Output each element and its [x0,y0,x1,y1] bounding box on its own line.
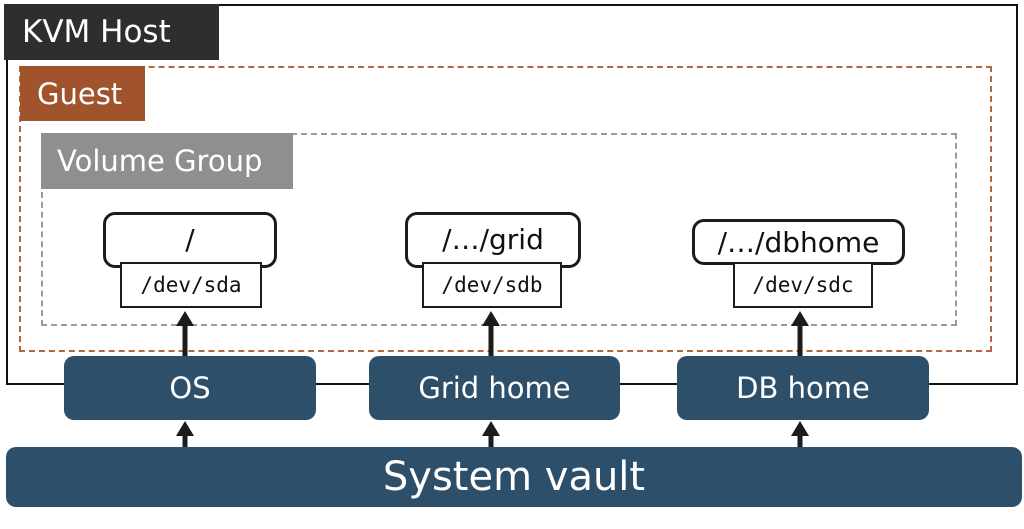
home-db: DB home [677,356,929,420]
device-sdb: /dev/sdb [422,262,562,308]
device-sdc: /dev/sdc [733,262,873,308]
guest-label: Guest [20,66,145,121]
arrow-vault-to-db [791,421,809,447]
home-os: OS [64,356,316,420]
arrow-vault-to-grid [482,421,500,447]
volume-group-label: Volume Group [41,133,293,189]
kvm-host-label: KVM Host [4,4,219,60]
home-grid: Grid home [369,356,620,420]
mount-grid: /…/grid [405,212,581,268]
arrow-vault-to-os [176,421,194,447]
mount-root: / [103,212,277,268]
mount-dbhome: /…/dbhome [692,219,905,265]
system-vault: System vault [6,447,1022,507]
device-sda: /dev/sda [120,262,262,308]
guest-frame [19,66,992,352]
